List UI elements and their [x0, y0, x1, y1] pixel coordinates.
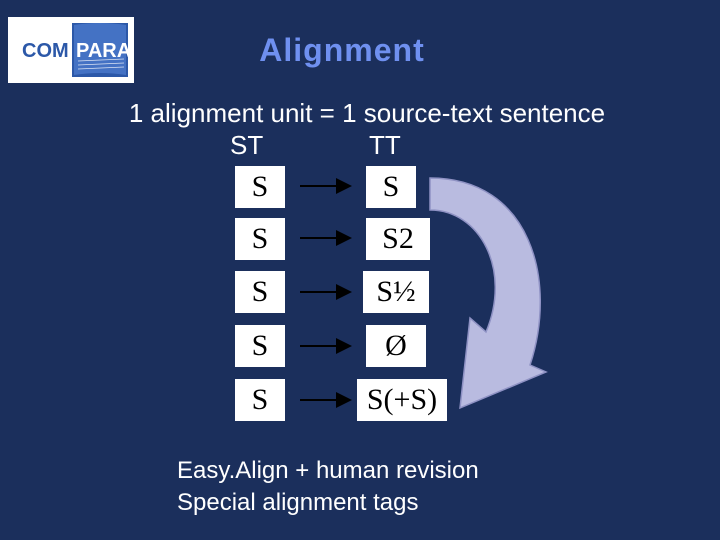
logo-text-para: PARA — [76, 40, 131, 62]
footer-line-2: Special alignment tags — [177, 489, 419, 516]
slide-subtitle: 1 alignment unit = 1 source-text sentenc… — [128, 98, 606, 128]
source-box-5: S — [235, 379, 285, 421]
source-box-2: S — [235, 218, 285, 260]
source-box-4: S — [235, 325, 285, 367]
target-text-5: S(+S) — [366, 383, 438, 416]
footer-line-1: Easy.Align + human revision — [177, 457, 479, 484]
target-text-3: S½ — [376, 275, 416, 308]
target-text-2: S2 — [382, 222, 414, 255]
source-box-1: S — [235, 166, 285, 208]
target-box-5: S(+S) — [357, 379, 447, 421]
target-box-4: Ø — [366, 325, 426, 367]
column-header-tt: TT — [369, 130, 401, 160]
source-text-3: S — [251, 275, 269, 308]
target-box-2: S2 — [366, 218, 430, 260]
source-text-2: S — [251, 222, 269, 255]
source-text-5: S — [251, 383, 269, 416]
logo-text-com: COM — [22, 40, 69, 62]
source-text-4: S — [251, 329, 269, 362]
footer-notes: Easy.Align + human revision Special alig… — [177, 455, 479, 519]
target-box-3: S½ — [363, 271, 429, 313]
column-header-st: ST — [230, 130, 264, 160]
slide-title: Alignment — [259, 32, 425, 68]
target-text-4: Ø — [385, 329, 407, 362]
source-box-3: S — [235, 271, 285, 313]
compara-logo: COM PARA — [8, 17, 134, 83]
source-text-1: S — [251, 170, 269, 203]
target-text-1: S — [382, 170, 400, 203]
compara-logo-graphic: COM PARA — [8, 17, 134, 83]
curved-arrow — [429, 177, 548, 410]
alignment-arrows — [300, 178, 352, 408]
target-box-1: S — [366, 166, 416, 208]
